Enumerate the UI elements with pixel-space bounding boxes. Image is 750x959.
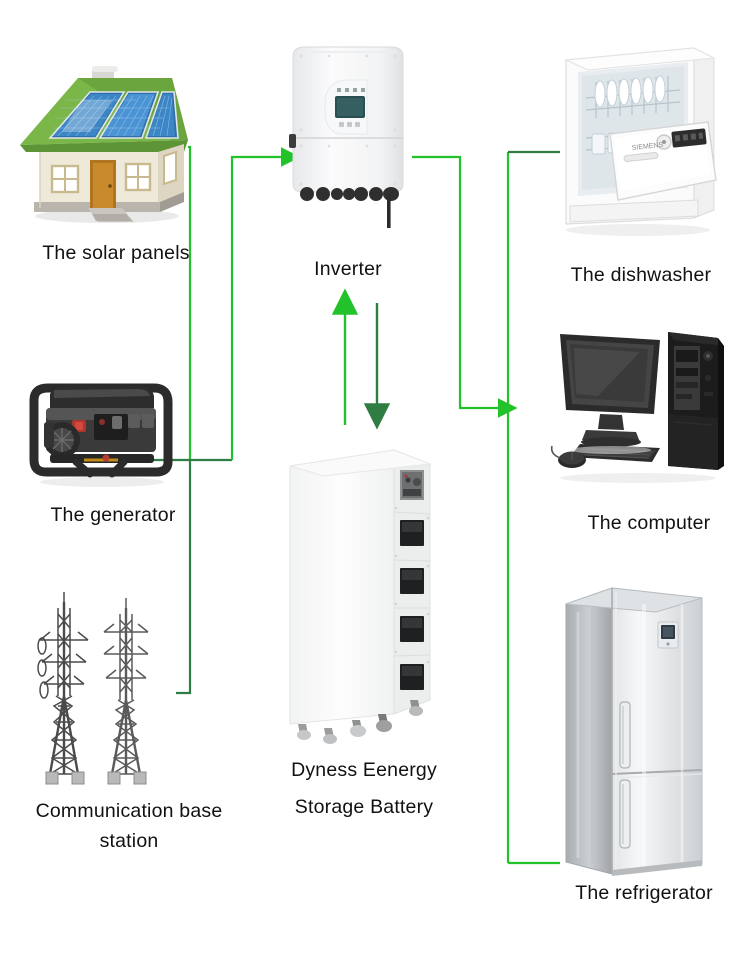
label-battery: Dyness Eenergy Storage Battery [291, 759, 437, 818]
desktop-computer-icon [550, 332, 724, 483]
label-communication-base-station: Communication base station [35, 800, 223, 852]
label-inverter: Inverter [314, 258, 382, 280]
label-dishwasher: The dishwasher [570, 264, 712, 286]
wire-riser-to-inverter [230, 147, 301, 460]
label-generator: The generator [50, 504, 176, 526]
svg-text:SIEMENS: SIEMENS [631, 142, 663, 152]
node-solar-panels[interactable]: The solar panels [12, 40, 202, 264]
node-computer[interactable]: The computer [548, 326, 738, 534]
dishwasher-icon: SIEMENS [564, 47, 717, 236]
label-refrigerator: The refrigerator [575, 882, 713, 904]
node-refrigerator[interactable]: The refrigerator [558, 578, 718, 904]
node-dishwasher[interactable]: SIEMENS The dishwasher [548, 38, 728, 286]
node-communication-base-station[interactable]: Communication base station [28, 588, 222, 852]
label-solar-panels: The solar panels [42, 242, 190, 264]
node-battery[interactable]: Dyness Eenergy Storage Battery [284, 442, 444, 818]
battery-cabinet-icon [289, 449, 431, 744]
refrigerator-icon [565, 587, 703, 876]
generator-icon [29, 383, 173, 487]
transmission-tower-icon [37, 592, 149, 785]
wire-tower-to-bus [176, 460, 192, 695]
label-computer: The computer [587, 512, 711, 534]
inverter-icon [289, 46, 404, 228]
node-inverter[interactable]: Inverter [283, 42, 413, 280]
house-with-solar-panels-icon [20, 66, 188, 223]
node-generator[interactable]: The generator [20, 378, 182, 526]
